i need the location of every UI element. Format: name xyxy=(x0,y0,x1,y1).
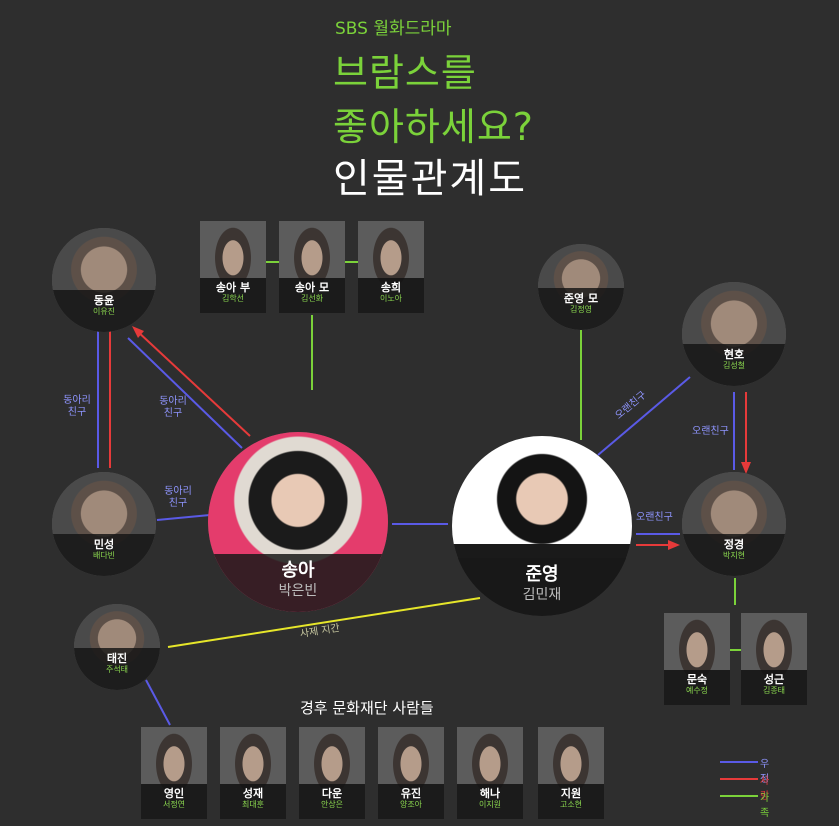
yujin-nameplate: 유진 양조아 xyxy=(378,784,444,819)
character-haena[interactable]: 해나 이지원 xyxy=(457,727,523,819)
character-junyoung-mom[interactable]: 준영 모 김정영 xyxy=(538,244,624,330)
network-label: SBS 월화드라마 xyxy=(335,19,452,39)
actor-name: 안상은 xyxy=(320,800,344,809)
character-name: 송희 xyxy=(380,281,402,294)
hyunho-nameplate: 현호 김성철 xyxy=(682,344,786,386)
character-name: 현호 xyxy=(723,348,745,361)
songhee-nameplate: 송희 이노아 xyxy=(358,278,424,313)
jiwon-nameplate: 지원 고소현 xyxy=(538,784,604,819)
character-name: 준영 xyxy=(525,564,559,585)
character-songa[interactable]: 송아 박은빈 xyxy=(208,432,388,612)
actor-name: 배다빈 xyxy=(92,551,116,560)
munsuk-nameplate: 문숙 예수정 xyxy=(664,670,730,705)
haena-nameplate: 해나 이지원 xyxy=(457,784,523,819)
minseong-nameplate: 민성 배다빈 xyxy=(52,534,156,576)
character-jiwon[interactable]: 지원 고소현 xyxy=(538,727,604,819)
character-youngin[interactable]: 영인 서정연 xyxy=(141,727,207,819)
actor-name: 양조아 xyxy=(399,800,423,809)
character-songhee[interactable]: 송희 이노아 xyxy=(358,221,424,313)
line-minseong-songa-friend xyxy=(156,514,211,521)
seonggeun-nameplate: 성근 김종태 xyxy=(741,670,807,705)
character-taejin[interactable]: 태진 주석태 xyxy=(74,604,160,690)
actor-name: 박지현 xyxy=(722,551,746,560)
character-name: 해나 xyxy=(479,787,501,800)
character-name: 민성 xyxy=(93,538,115,551)
relation-label-club-1: 동아리 친구 xyxy=(63,395,91,418)
character-minseong[interactable]: 민성 배다빈 xyxy=(52,472,156,576)
character-junyoung[interactable]: 준영 김민재 xyxy=(452,436,632,616)
character-daun[interactable]: 다운 안상은 xyxy=(299,727,365,819)
character-name: 동윤 xyxy=(93,294,115,307)
songa-mother-nameplate: 송아 모 김선화 xyxy=(279,278,345,313)
seongjae-nameplate: 성재 최대훈 xyxy=(220,784,286,819)
daun-nameplate: 다운 안상은 xyxy=(299,784,365,819)
actor-name: 주석태 xyxy=(105,665,129,674)
relation-label-club-2: 동아리 친구 xyxy=(159,396,187,419)
actor-name: 이지원 xyxy=(478,800,502,809)
actor-name: 고소현 xyxy=(559,800,583,809)
character-seonggeun[interactable]: 성근 김종태 xyxy=(741,613,807,705)
junyoung-mom-nameplate: 준영 모 김정영 xyxy=(538,288,624,330)
character-name: 정경 xyxy=(723,538,745,551)
foundation-group-title: 경후 문화재단 사람들 xyxy=(300,699,434,717)
character-seongjae[interactable]: 성재 최대훈 xyxy=(220,727,286,819)
actor-name: 김민재 xyxy=(522,587,562,603)
character-name: 성근 xyxy=(763,673,785,686)
taejin-nameplate: 태진 주석태 xyxy=(74,648,160,690)
character-munsuk[interactable]: 문숙 예수정 xyxy=(664,613,730,705)
junyoung-nameplate: 준영 김민재 xyxy=(452,558,632,616)
drama-title-line2: 좋아하세요? xyxy=(333,105,534,149)
legend-swatch-love xyxy=(720,778,758,780)
character-name: 영인 xyxy=(163,787,185,800)
character-songa-mother[interactable]: 송아 모 김선화 xyxy=(279,221,345,313)
legend-swatch-friendship xyxy=(720,761,758,763)
character-yujin[interactable]: 유진 양조아 xyxy=(378,727,444,819)
actor-name: 최대훈 xyxy=(241,800,265,809)
actor-name: 예수정 xyxy=(685,686,709,695)
relation-label-club-3: 동아리 친구 xyxy=(164,486,192,509)
character-jeonggyeong[interactable]: 정경 박지현 xyxy=(682,472,786,576)
actor-name: 이유진 xyxy=(92,307,116,316)
character-name: 다운 xyxy=(321,787,343,800)
songa-father-nameplate: 송아 부 김학선 xyxy=(200,278,266,313)
diagram-caption: 인물관계도 xyxy=(333,156,527,202)
character-songa-father[interactable]: 송아 부 김학선 xyxy=(200,221,266,313)
character-name: 문숙 xyxy=(686,673,708,686)
actor-name: 김정영 xyxy=(569,305,593,314)
actor-name: 서정연 xyxy=(162,800,186,809)
character-name: 성재 xyxy=(242,787,264,800)
character-dongyun[interactable]: 동윤 이유진 xyxy=(52,228,156,332)
legend-label: 사랑 xyxy=(760,776,770,802)
character-name: 유진 xyxy=(400,787,422,800)
legend-label: 우정 xyxy=(760,759,770,785)
character-name: 송아 모 xyxy=(294,281,330,294)
dongyun-nameplate: 동윤 이유진 xyxy=(52,290,156,332)
character-name: 태진 xyxy=(106,652,128,665)
actor-name: 김선화 xyxy=(300,294,324,303)
actor-name: 김학선 xyxy=(221,294,245,303)
character-name: 송아 부 xyxy=(215,281,251,294)
character-name: 송아 xyxy=(281,560,315,581)
legend-label: 가족 xyxy=(760,793,770,819)
legend-swatch-family xyxy=(720,795,758,797)
actor-name: 이노아 xyxy=(379,294,403,303)
line-songa-dongyun-love xyxy=(135,329,251,437)
drama-title-line1: 브람스를 xyxy=(333,51,477,95)
line-taejin-junyoung-mentor xyxy=(167,597,481,648)
actor-name: 김종태 xyxy=(762,686,786,695)
character-hyunho[interactable]: 현호 김성철 xyxy=(682,282,786,386)
songa-nameplate: 송아 박은빈 xyxy=(208,554,388,612)
jeonggyeong-nameplate: 정경 박지현 xyxy=(682,534,786,576)
actor-name: 김성철 xyxy=(722,361,746,370)
relation-label-old-friend-2: 오랜친구 xyxy=(692,426,729,437)
character-name: 준영 모 xyxy=(563,292,599,305)
actor-name: 박은빈 xyxy=(278,583,318,599)
relation-label-old-friend-3: 오랜친구 xyxy=(636,512,673,523)
character-name: 지원 xyxy=(560,787,582,800)
line-dongyun-songa-friend xyxy=(127,337,243,449)
youngin-nameplate: 영인 서정연 xyxy=(141,784,207,819)
